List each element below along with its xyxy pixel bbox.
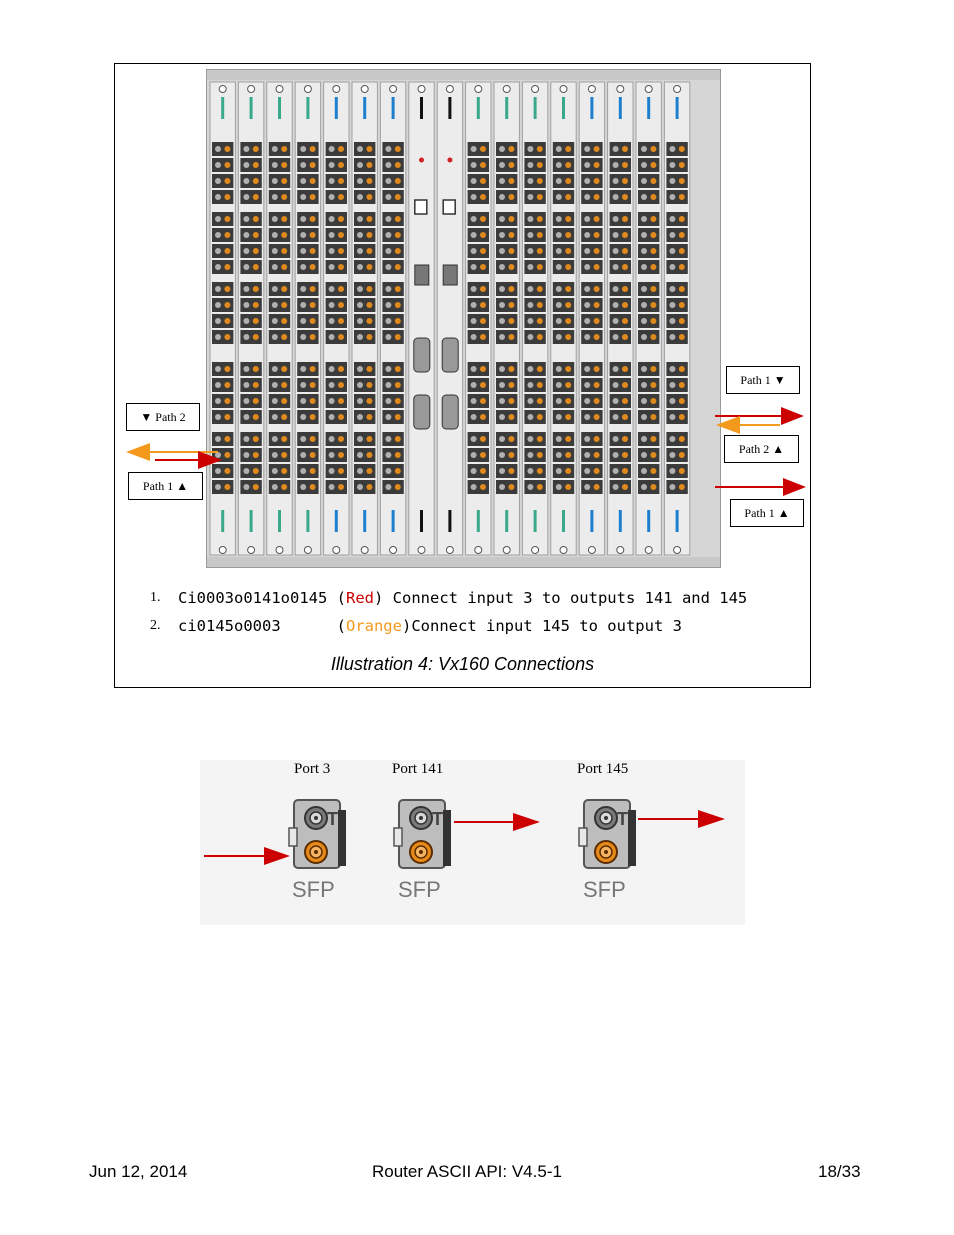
tx-marker: T bbox=[432, 809, 443, 829]
color-word-orange: Orange bbox=[345, 617, 402, 635]
callout-path2-down-left: ▼ Path 2 bbox=[126, 403, 200, 431]
footer-title: Router ASCII API: V4.5-1 bbox=[372, 1162, 562, 1181]
chassis-drawing bbox=[207, 70, 720, 567]
illustration-frame bbox=[114, 63, 811, 688]
sfp-text: SFP bbox=[583, 877, 626, 902]
footer-date: Jun 12, 2014 bbox=[89, 1162, 188, 1181]
command-description: Connect input 145 to output 3 bbox=[411, 617, 682, 635]
port-label-141: Port 141 bbox=[392, 761, 444, 777]
list-number: 2. bbox=[150, 618, 161, 633]
callout-path1-up-left: Path 1 ▲ bbox=[128, 472, 203, 500]
command-item: 2. ci0145o0003 (Orange)Connect input 145 … bbox=[150, 612, 747, 640]
paren: ) bbox=[401, 617, 412, 635]
tx-marker: T bbox=[327, 809, 338, 829]
sfp-drawing: T SFP T SFP T SFP bbox=[204, 799, 725, 902]
list-number: 1. bbox=[150, 590, 161, 605]
vx160-chassis-image bbox=[206, 69, 721, 568]
callout-path2-up-right: Path 2 ▲ bbox=[724, 435, 799, 463]
input-arrow-port3 bbox=[204, 847, 290, 865]
paren: ( bbox=[336, 617, 346, 635]
paren: ) bbox=[373, 589, 384, 607]
footer-page-number: 18/33 bbox=[818, 1162, 861, 1181]
output-arrow-port145 bbox=[638, 810, 725, 828]
command-code: Ci0003o0141o0145 bbox=[178, 589, 337, 607]
callout-path1-up-right: Path 1 ▲ bbox=[730, 499, 804, 527]
sfp-text: SFP bbox=[292, 877, 335, 902]
port-label-3: Port 3 bbox=[294, 761, 331, 777]
tx-marker: T bbox=[617, 809, 628, 829]
color-word-red: Red bbox=[345, 589, 374, 607]
command-description: Connect input 3 to outputs 141 and 145 bbox=[383, 589, 748, 607]
command-item: 1. Ci0003o0141o0145 (Red) Connect input 3… bbox=[150, 584, 747, 612]
figure-caption: Illustration 4: Vx160 Connections bbox=[330, 654, 595, 674]
port-label-145: Port 145 bbox=[577, 761, 629, 777]
callout-path1-down-right: Path 1 ▼ bbox=[726, 366, 800, 394]
paren: ( bbox=[336, 589, 346, 607]
sfp-text: SFP bbox=[398, 877, 441, 902]
command-list: 1.Ci0003o0141o0145 (Red) Connect input 3… bbox=[150, 584, 747, 640]
output-arrow-port141 bbox=[454, 813, 540, 831]
command-code: ci0145o0003 bbox=[178, 617, 337, 635]
sfp-diagram: T SFP T SFP T SFP bbox=[200, 760, 745, 925]
